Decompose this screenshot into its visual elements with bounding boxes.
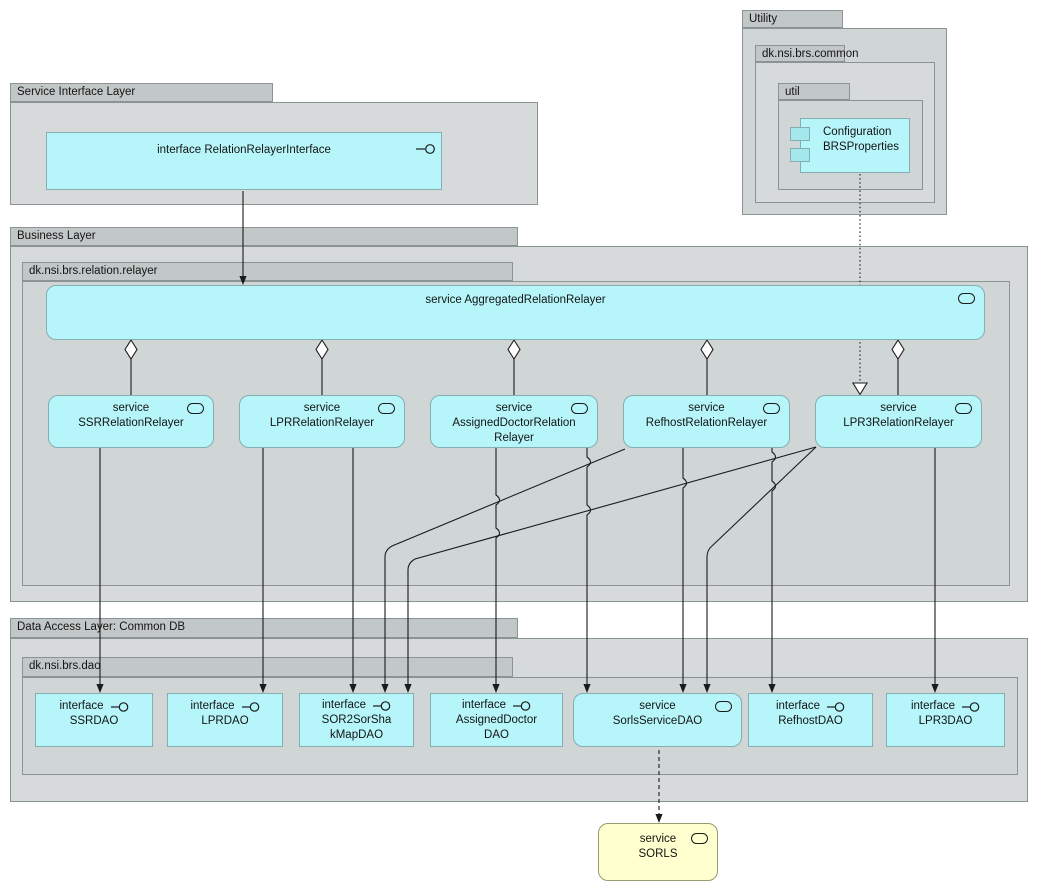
- common-package-tab: dk.nsi.brs.common: [755, 45, 859, 62]
- node-label: LPR3DAO: [918, 715, 973, 727]
- node-label: SorlsServiceDAO: [612, 715, 703, 727]
- node-label: SSRRelationRelayer: [78, 417, 184, 429]
- node-lprdao: interface LPRDAO: [167, 693, 283, 747]
- interface-lollipop-icon: [513, 700, 531, 711]
- node-sorlsservicedao: service SorlsServiceDAO: [573, 693, 742, 747]
- service-icon: [571, 403, 588, 414]
- stereotype-label: service: [495, 402, 533, 414]
- service-icon: [958, 293, 975, 304]
- node-lpr3dao: interface LPR3DAO: [886, 693, 1005, 747]
- node-label: RefhostRelationRelayer: [645, 417, 768, 429]
- node-lprrelationrelayer: service LPRRelationRelayer: [239, 395, 405, 448]
- service-icon: [187, 403, 204, 414]
- stereotype-label: service: [880, 402, 917, 414]
- node-label: LPRDAO: [201, 715, 249, 727]
- node-label: service AggregatedRelationRelayer: [425, 294, 606, 306]
- interface-lollipop-icon: [241, 701, 259, 712]
- node-ssrrelationrelayer: service SSRRelationRelayer: [48, 395, 214, 448]
- node-assigneddoctordao: interface AssignedDoctorDAO: [430, 693, 563, 747]
- interface-lollipop-icon: [827, 701, 845, 712]
- interface-lollipop-icon: [110, 701, 128, 712]
- node-refhostdao: interface RefhostDAO: [748, 693, 873, 747]
- stereotype-label: interface: [910, 700, 956, 712]
- util-package-tab: util: [778, 83, 850, 100]
- node-label: SORLS: [638, 848, 678, 860]
- service-icon: [378, 403, 395, 414]
- dao-package-tab: dk.nsi.brs.dao: [22, 657, 513, 677]
- node-relationrelayerinterface: interface RelationRelayerInterface: [46, 132, 442, 190]
- stereotype-label: service: [303, 402, 341, 414]
- service-icon: [715, 701, 732, 712]
- utility-package-tab: Utility: [742, 10, 843, 28]
- stereotype-label: service: [639, 700, 676, 712]
- node-refhostrelationrelayer: service RefhostRelationRelayer: [623, 395, 790, 448]
- node-lpr3relationrelayer: service LPR3RelationRelayer: [815, 395, 982, 448]
- data-access-layer-tab: Data Access Layer: Common DB: [10, 618, 518, 638]
- stereotype-label: interface: [321, 699, 367, 711]
- service-icon: [691, 833, 708, 844]
- node-label: AssignedDoctorDAO: [455, 714, 538, 741]
- node-label: LPR3RelationRelayer: [843, 417, 954, 429]
- component-port-icon: [790, 127, 810, 141]
- node-aggregatedrelationrelayer: service AggregatedRelationRelayer: [46, 285, 985, 340]
- component-label: Configuration: [823, 126, 892, 138]
- node-sorls: service SORLS: [598, 823, 718, 881]
- interface-lollipop-icon: [962, 701, 980, 712]
- business-layer-tab: Business Layer: [10, 227, 518, 246]
- stereotype-label: interface: [59, 700, 104, 712]
- stereotype-label: interface: [461, 699, 507, 711]
- service-icon: [955, 403, 972, 414]
- node-label: RefhostDAO: [778, 715, 843, 727]
- service-interface-layer-tab: Service Interface Layer: [10, 83, 273, 102]
- component-label: BRSProperties: [823, 141, 900, 153]
- component-port-icon: [790, 148, 810, 162]
- node-sor2sorshakmapdao: interface SOR2SorShakMapDAO: [299, 693, 414, 747]
- stereotype-label: interface: [190, 700, 235, 712]
- node-label: AssignedDoctorRelationRelayer: [452, 417, 576, 444]
- node-ssrdao: interface SSRDAO: [35, 693, 153, 747]
- stereotype-label: service: [639, 833, 677, 845]
- node-assigneddoctorrelationrelayer: service AssignedDoctorRelationRelayer: [430, 395, 598, 448]
- stereotype-label: service: [688, 402, 725, 414]
- stereotype-label: interface: [775, 700, 821, 712]
- interface-lollipop-icon: [416, 144, 435, 154]
- interface-lollipop-icon: [373, 700, 391, 711]
- node-utility-component: Configuration BRSProperties: [790, 118, 910, 173]
- node-label: interface RelationRelayerInterface: [157, 144, 331, 156]
- node-label: LPRRelationRelayer: [269, 417, 375, 429]
- node-label: SSRDAO: [69, 715, 119, 727]
- node-label: SOR2SorShakMapDAO: [321, 714, 392, 741]
- stereotype-label: service: [112, 402, 150, 414]
- service-icon: [763, 403, 780, 414]
- relayer-package-tab: dk.nsi.brs.relation.relayer: [22, 262, 513, 281]
